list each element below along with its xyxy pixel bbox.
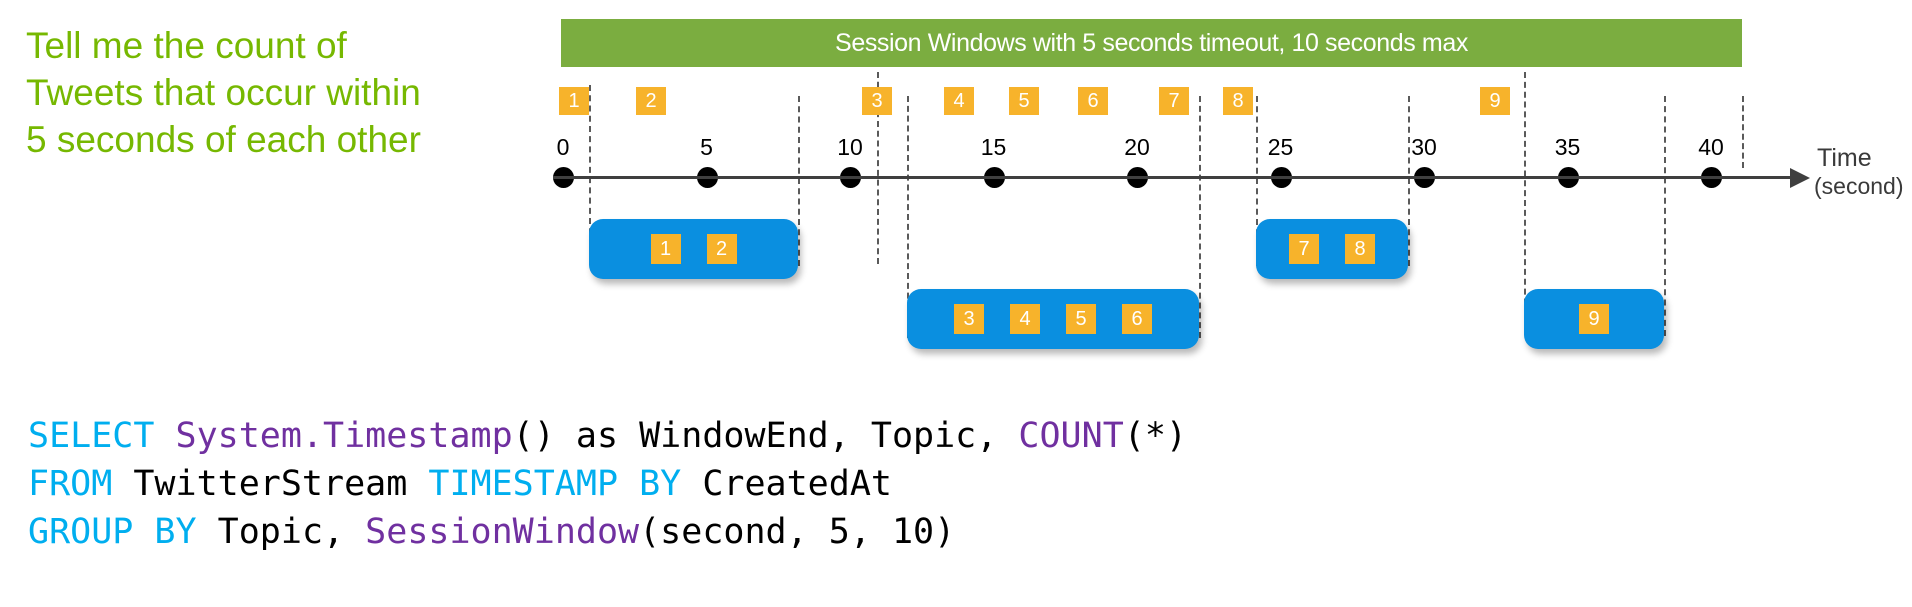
- event-badge-8: 8: [1223, 87, 1253, 115]
- question-caption: Tell me the count of Tweets that occur w…: [26, 25, 421, 160]
- window-boundary-dashed-line: [877, 72, 879, 264]
- window-event-badge-5: 5: [1066, 304, 1096, 334]
- sql-token: () as WindowEnd, Topic,: [512, 416, 1019, 456]
- axis-tick-label-20: 20: [1124, 134, 1150, 160]
- time-axis-unit-label: (second): [1814, 173, 1904, 199]
- window-boundary-dashed-line: [907, 96, 909, 338]
- event-badge-7: 7: [1159, 87, 1189, 115]
- axis-tick-label-30: 30: [1411, 134, 1437, 160]
- window-event-badge-4: 4: [1010, 304, 1040, 334]
- event-badge-6: 6: [1078, 87, 1108, 115]
- session-window-4: 9: [1524, 289, 1664, 349]
- axis-tick-label-5: 5: [700, 134, 713, 160]
- sql-token: CreatedAt: [702, 464, 892, 504]
- window-event-badge-7: 7: [1289, 234, 1319, 264]
- window-boundary-dashed-line: [589, 85, 591, 265]
- window-boundary-dashed-line: [1524, 72, 1526, 334]
- event-badge-2: 2: [636, 87, 666, 115]
- window-event-badge-3: 3: [954, 304, 984, 334]
- sql-token: FROM: [28, 464, 134, 504]
- sql-token: System.Timestamp: [175, 416, 513, 456]
- window-event-badge-2: 2: [706, 234, 737, 264]
- sql-token: TIMESTAMP BY: [428, 464, 703, 504]
- window-boundary-dashed-line: [1664, 96, 1666, 336]
- axis-tick-label-25: 25: [1267, 134, 1294, 160]
- axis-tick-label-10: 10: [837, 134, 863, 160]
- axis-tick-label-15: 15: [980, 134, 1007, 160]
- window-boundary-dashed-line: [1256, 96, 1258, 266]
- sql-token: TwitterStream: [133, 464, 429, 504]
- window-event-badge-9: 9: [1579, 304, 1609, 334]
- sql-token: GROUP BY: [28, 512, 218, 552]
- time-axis-arrow: [1790, 168, 1810, 188]
- window-boundary-dashed-line: [1199, 96, 1201, 338]
- sql-line-1: SELECT System.Timestamp() as WindowEnd, …: [28, 412, 1187, 460]
- session-window-header-label: Session Windows with 5 seconds timeout, …: [835, 28, 1468, 57]
- event-badge-5: 5: [1009, 87, 1039, 115]
- time-axis-line: [553, 176, 1796, 179]
- session-window-diagram: Session Windows with 5 seconds timeout, …: [553, 19, 1904, 349]
- sql-token: (second, 5, 10): [639, 512, 956, 552]
- window-event-badge-8: 8: [1345, 234, 1375, 264]
- sql-query-block: SELECT System.Timestamp() as WindowEnd, …: [28, 412, 1187, 556]
- sql-token: Topic,: [217, 512, 366, 552]
- window-boundary-dashed-line: [1742, 96, 1744, 168]
- sql-line-2: FROM TwitterStream TIMESTAMP BY CreatedA…: [28, 460, 1187, 508]
- axis-tick-label-0: 0: [556, 134, 570, 160]
- window-event-badge-1: 1: [650, 234, 681, 264]
- event-badge-9: 9: [1480, 87, 1510, 115]
- window-boundary-dashed-line: [1408, 96, 1410, 266]
- window-event-badge-6: 6: [1122, 304, 1152, 334]
- event-badge-4: 4: [944, 87, 974, 115]
- time-axis-label: Time: [1817, 144, 1872, 172]
- sql-token: SELECT: [28, 416, 176, 456]
- window-boundary-dashed-line: [798, 96, 800, 266]
- sql-token: SessionWindow: [365, 512, 640, 552]
- axis-tick-label-40: 40: [1698, 134, 1724, 160]
- sql-token: (*): [1123, 416, 1187, 456]
- axis-tick-label-35: 35: [1554, 134, 1581, 160]
- event-badge-3: 3: [862, 87, 892, 115]
- session-window-header-bar: Session Windows with 5 seconds timeout, …: [561, 19, 1742, 67]
- sql-line-3: GROUP BY Topic, SessionWindow(second, 5,…: [28, 508, 1187, 556]
- event-badge-1: 1: [559, 87, 589, 115]
- sql-token: COUNT: [1018, 416, 1124, 456]
